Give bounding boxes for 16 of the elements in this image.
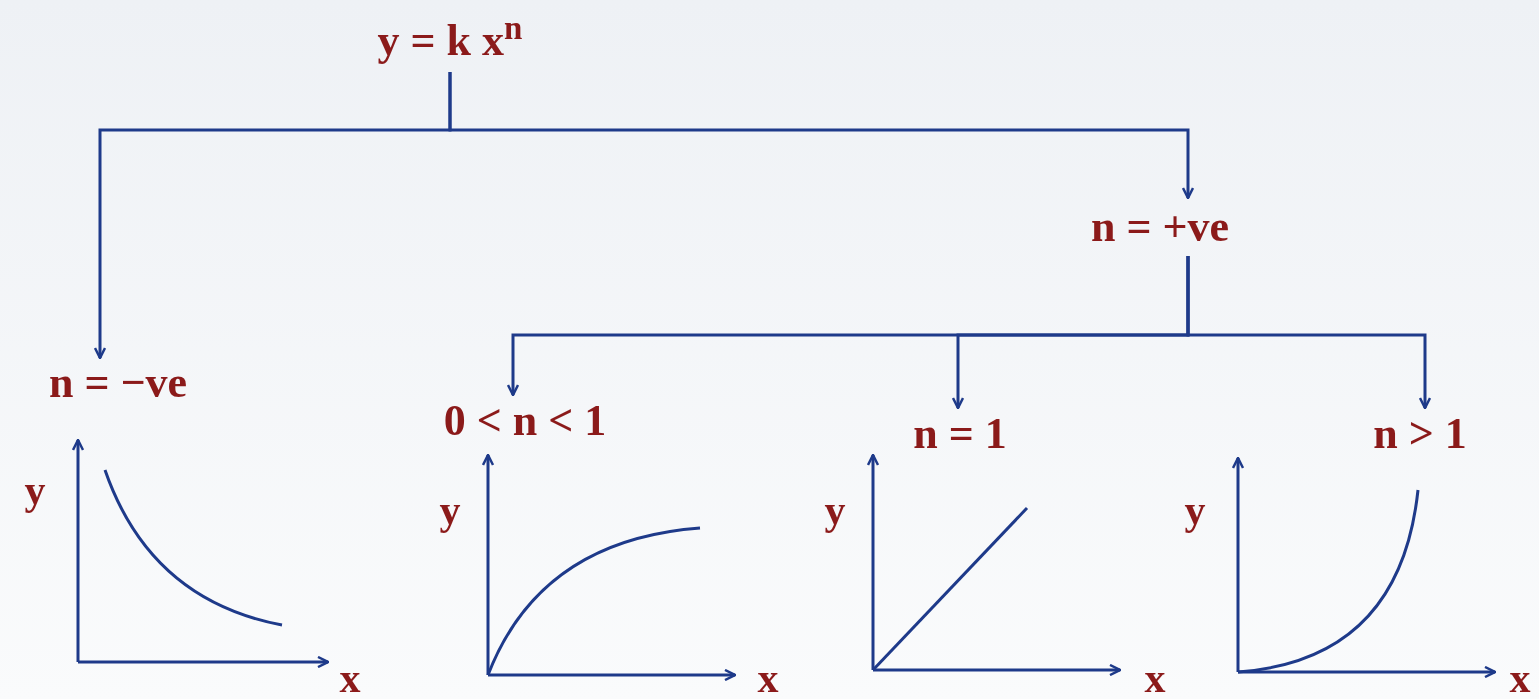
axis-label: x xyxy=(339,657,361,699)
axis-label: y xyxy=(24,469,46,511)
axis-label: y xyxy=(439,489,461,531)
axis-label: x xyxy=(757,657,779,699)
axis-label: x xyxy=(1509,657,1531,699)
node-label: n = −ve xyxy=(48,361,188,405)
axis-label: y xyxy=(824,489,846,531)
connector-arrow xyxy=(448,72,1195,200)
node-label: n = 1 xyxy=(913,412,1007,456)
node-label: n > 1 xyxy=(1373,412,1467,456)
connector-arrow xyxy=(1186,256,1432,410)
axis-label: x xyxy=(1144,657,1166,699)
node-label: 0 < n < 1 xyxy=(443,399,607,443)
axis-label: y xyxy=(1184,489,1206,531)
node-label: y = k x$^{n}$ xyxy=(377,19,523,63)
node-label: n = +ve xyxy=(1090,205,1230,249)
